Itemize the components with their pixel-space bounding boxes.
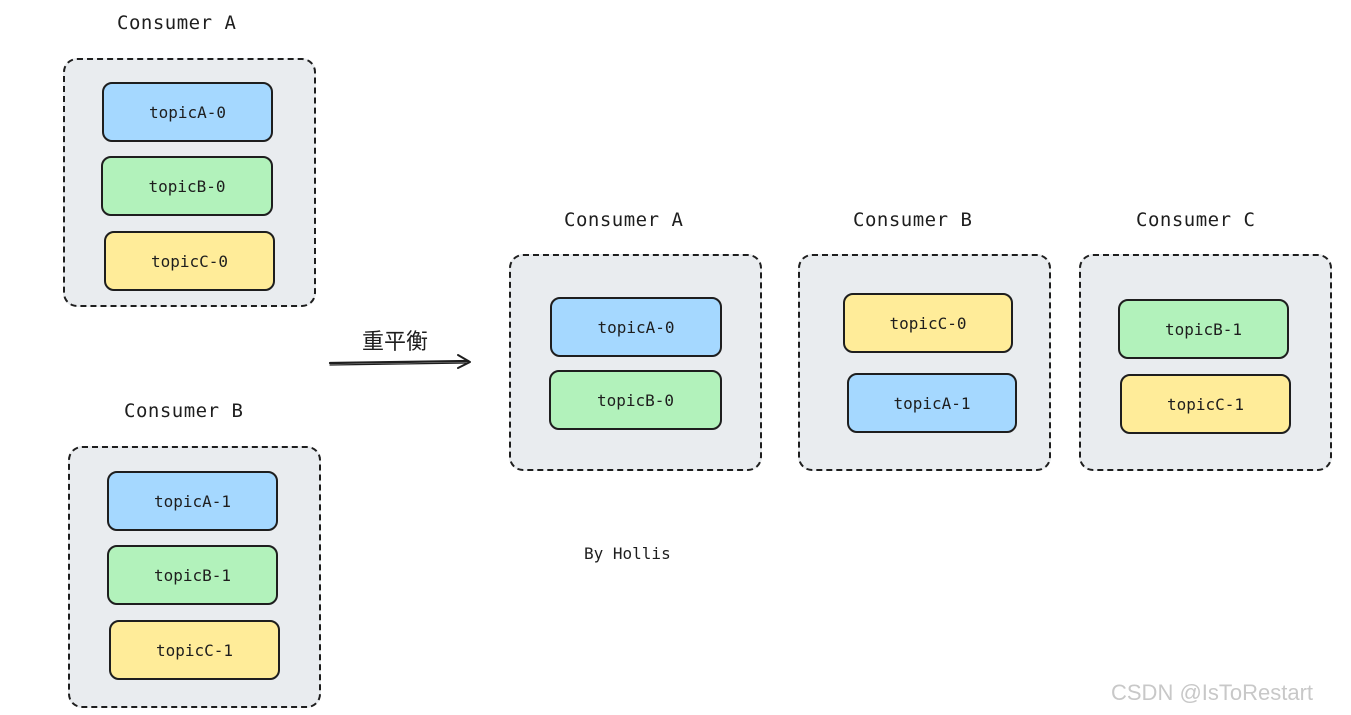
- right-arrow-icon: [328, 354, 471, 369]
- after-consumer-c-group: topicB-1 topicC-1: [1079, 254, 1332, 471]
- byline: By Hollis: [584, 544, 671, 563]
- after-consumer-a-title: Consumer A: [564, 209, 684, 231]
- after-consumer-c-title: Consumer C: [1136, 209, 1256, 231]
- before-consumer-b-title: Consumer B: [124, 400, 244, 422]
- before-consumer-a-title: Consumer A: [117, 12, 237, 34]
- partition-topicB-0: topicB-0: [549, 370, 722, 430]
- partition-topicC-1: topicC-1: [1120, 374, 1291, 434]
- partition-topicC-1: topicC-1: [109, 620, 280, 680]
- partition-topicA-0: topicA-0: [550, 297, 722, 357]
- partition-topicB-1: topicB-1: [1118, 299, 1289, 359]
- partition-topicB-1: topicB-1: [107, 545, 278, 605]
- partition-topicC-0: topicC-0: [843, 293, 1013, 353]
- before-consumer-a-group: topicA-0 topicB-0 topicC-0: [63, 58, 316, 307]
- partition-topicA-1: topicA-1: [107, 471, 278, 531]
- watermark: CSDN @IsToRestart: [1111, 680, 1314, 705]
- after-consumer-b-title: Consumer B: [853, 209, 973, 231]
- after-consumer-b-group: topicC-0 topicA-1: [798, 254, 1051, 471]
- rebalance-label: 重平衡: [362, 330, 429, 355]
- partition-topicB-0: topicB-0: [101, 156, 273, 216]
- partition-topicA-1: topicA-1: [847, 373, 1017, 433]
- partition-topicC-0: topicC-0: [104, 231, 275, 291]
- partition-topicA-0: topicA-0: [102, 82, 273, 142]
- before-consumer-b-group: topicA-1 topicB-1 topicC-1: [68, 446, 321, 708]
- after-consumer-a-group: topicA-0 topicB-0: [509, 254, 762, 471]
